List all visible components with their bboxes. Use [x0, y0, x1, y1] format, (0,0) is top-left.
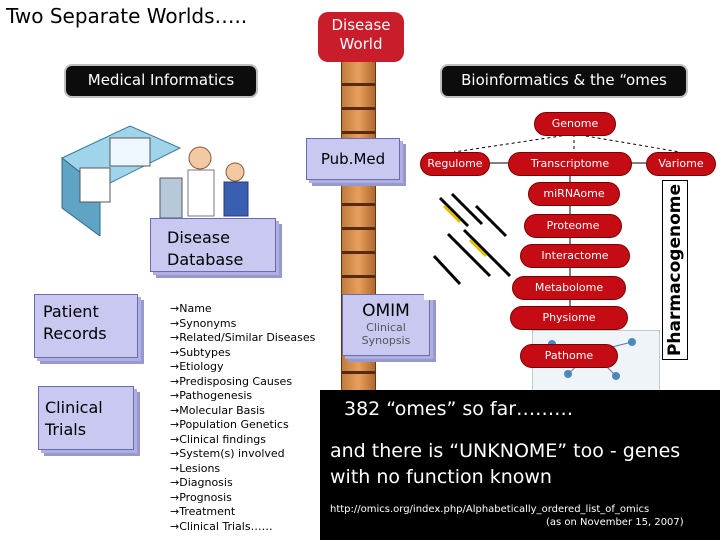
genome-pill: Genome	[534, 112, 616, 136]
variome-pill: Variome	[646, 152, 716, 176]
transcriptome-pill: Transcriptome	[508, 152, 632, 176]
disease-field-item: →Subtypes	[170, 346, 315, 361]
arrow-right-icon: →	[170, 505, 180, 518]
arrow-right-icon: →	[170, 476, 180, 489]
clinical-trials-box: Clinical Trials	[38, 386, 134, 450]
disease-field-list: →Name→Synonyms→Related/Similar Diseases→…	[170, 302, 315, 534]
physiome-pill: Physiome	[510, 306, 628, 330]
disease-field-label: Prognosis	[179, 490, 232, 504]
disease-field-item: →Related/Similar Diseases	[170, 331, 315, 346]
unknome-text: and there is “UNKNOME” too - genes with …	[330, 440, 681, 488]
disease-field-item: →System(s) involved	[170, 447, 315, 462]
omics-url-link[interactable]: http://omics.org/index.php/Alphabeticall…	[330, 504, 650, 515]
disease-field-label: Related/Similar Diseases	[179, 331, 316, 344]
disease-field-item: →Clinical findings	[170, 433, 315, 448]
pubmed-box: Pub.Med	[306, 138, 400, 180]
omim-title: OMIM	[362, 301, 410, 321]
disease-field-label: Synonyms	[179, 316, 237, 330]
slide-title: Two Separate Worlds…..	[6, 4, 248, 28]
arrow-right-icon: →	[170, 418, 180, 431]
disease-field-item: →Name	[170, 302, 315, 317]
disease-field-item: →Lesions	[170, 462, 315, 477]
disease-field-item: →Clinical Trials……	[170, 520, 315, 535]
arrow-right-icon: →	[170, 447, 180, 460]
patient-records-box: Patient Records	[34, 294, 138, 358]
disease-field-label: Lesions	[179, 461, 221, 475]
disease-field-label: Population Genetics	[179, 418, 289, 431]
arrow-right-icon: →	[170, 461, 180, 475]
disease-field-item: →Prognosis	[170, 491, 315, 506]
arrow-right-icon: →	[170, 432, 180, 446]
medical-informatics-bar: Medical Informatics	[64, 64, 258, 98]
date-note: (as on November 15, 2007)	[546, 517, 684, 528]
omim-box: OMIM Clinical Synopsis	[342, 294, 430, 356]
disease-field-item: →Predisposing Causes	[170, 375, 315, 390]
arrow-right-icon: →	[170, 331, 180, 344]
clinical-trials-line1: Clinical	[45, 398, 103, 417]
disease-field-label: Subtypes	[179, 345, 231, 359]
arrow-right-icon: →	[170, 316, 180, 330]
mirnaome-pill: miRNAome	[528, 182, 620, 206]
disease-field-item: →Pathogenesis	[170, 389, 315, 404]
bioinformatics-bar: Bioinformatics & the “omes	[440, 64, 688, 98]
pathome-pill: Pathome	[520, 344, 618, 368]
disease-field-label: Treatment	[179, 505, 236, 518]
arrow-right-icon: →	[170, 389, 180, 402]
disease-field-label: Clinical findings	[179, 432, 267, 446]
disease-field-label: Clinical Trials……	[179, 519, 273, 533]
disease-world-line2: World	[339, 35, 383, 53]
disease-field-label: System(s) involved	[179, 447, 285, 460]
arrow-right-icon: →	[170, 360, 180, 373]
pharmacogenome-label: Pharmacogenome	[662, 180, 688, 360]
disease-field-label: Etiology	[179, 360, 224, 373]
disease-database-line2: Database	[167, 250, 244, 269]
arrow-right-icon: →	[170, 519, 180, 533]
metabolome-pill: Metabolome	[512, 276, 626, 300]
disease-field-item: →Treatment	[170, 505, 315, 520]
arrow-right-icon: →	[170, 374, 180, 388]
disease-field-item: →Population Genetics	[170, 418, 315, 433]
disease-field-label: Diagnosis	[179, 476, 233, 489]
disease-field-item: →Synonyms	[170, 317, 315, 332]
arrow-right-icon: →	[170, 302, 180, 315]
patient-records-line1: Patient	[43, 302, 99, 321]
disease-field-item: →Etiology	[170, 360, 315, 375]
disease-world-banner: Disease World	[318, 12, 404, 62]
disease-world-line1: Disease	[331, 16, 391, 34]
arrow-right-icon: →	[170, 345, 180, 359]
arrow-right-icon: →	[170, 403, 180, 417]
arrow-right-icon: →	[170, 490, 180, 504]
microarray-illustration	[424, 192, 520, 300]
omim-subtitle-line2: Synopsis	[361, 334, 411, 347]
pharmacogenome-text: Pharmacogenome	[665, 183, 685, 357]
disease-field-label: Predisposing Causes	[179, 374, 293, 388]
medical-clipart-illustration	[61, 125, 249, 236]
disease-database-line1: Disease	[167, 228, 230, 247]
omes-count-text: 382 “omes” so far………	[344, 398, 574, 420]
disease-field-item: →Diagnosis	[170, 476, 315, 491]
disease-field-label: Pathogenesis	[179, 389, 253, 402]
disease-database-box: Disease Database	[150, 218, 276, 272]
regulome-pill: Regulome	[420, 152, 490, 176]
disease-field-label: Molecular Basis	[179, 403, 265, 417]
clinical-trials-line2: Trials	[45, 420, 87, 439]
disease-field-item: →Molecular Basis	[170, 404, 315, 419]
omim-subtitle-line1: Clinical	[366, 321, 406, 334]
disease-field-label: Name	[179, 302, 212, 315]
patient-records-line2: Records	[43, 324, 107, 343]
proteome-pill: Proteome	[524, 214, 622, 238]
footer-panel	[320, 390, 720, 540]
interactome-pill: Interactome	[520, 244, 630, 268]
